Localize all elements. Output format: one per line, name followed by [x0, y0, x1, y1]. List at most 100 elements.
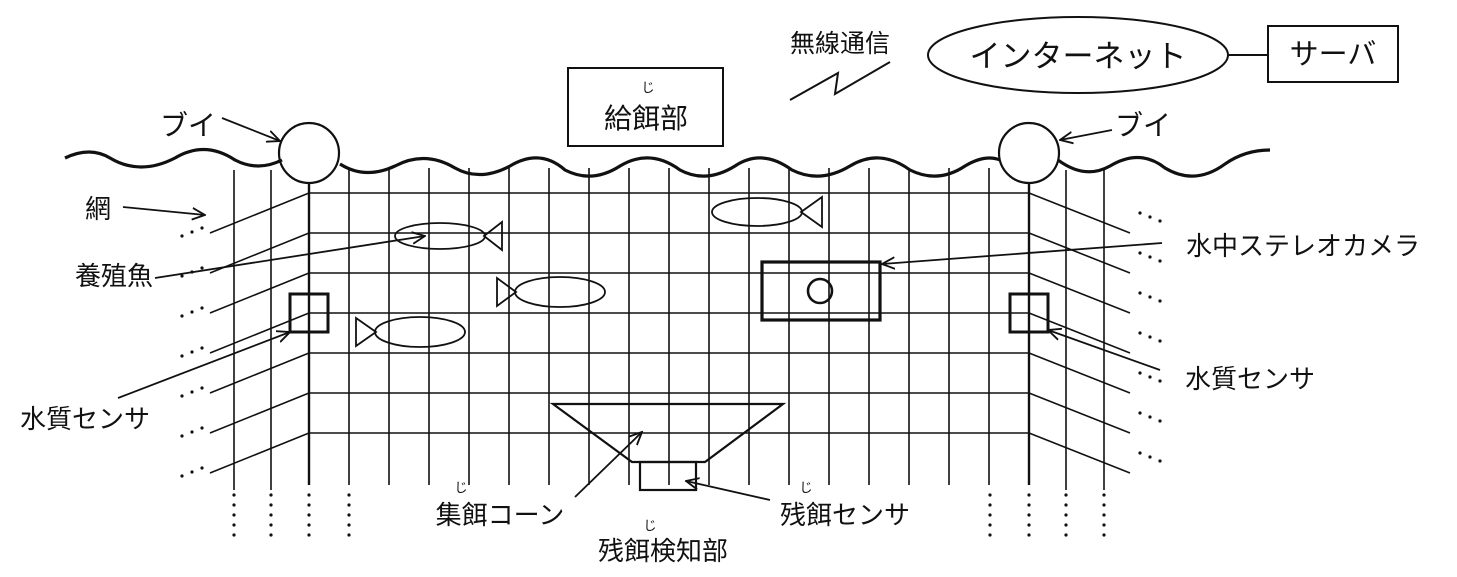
net-dot [180, 434, 184, 438]
net-dotted-lines [180, 211, 1162, 537]
net-side-diagonal-line [209, 392, 310, 434]
net-dot [1158, 259, 1162, 263]
buoy-left-arrow [221, 117, 280, 141]
net-dot [1148, 375, 1152, 379]
net-dot [1027, 503, 1031, 507]
net-dot [232, 513, 236, 517]
buoy-left [277, 121, 341, 185]
net-side-diagonal-line [1028, 352, 1131, 394]
net-dot [200, 346, 204, 350]
buoy-left-label: ブイ [160, 109, 216, 142]
net-dot [1138, 371, 1142, 375]
stereo-camera-lens [806, 277, 834, 305]
net-dot [307, 523, 311, 527]
water-sensor-left-label: 水質センサ [20, 405, 150, 435]
net-dot [200, 426, 204, 430]
net-dot [988, 533, 992, 537]
net-dot [232, 503, 236, 507]
net-dot [988, 493, 992, 497]
net-dot [1027, 513, 1031, 517]
net-dot [1138, 251, 1142, 255]
server-label: サーバ [1290, 37, 1377, 71]
water-surface [64, 147, 1271, 178]
net-dot [1158, 299, 1162, 303]
net-dot [1064, 503, 1068, 507]
server-box [1267, 25, 1399, 83]
net-dot [190, 390, 194, 394]
net-dot [232, 493, 236, 497]
net-dot [1138, 331, 1142, 335]
net-grid [209, 168, 1131, 490]
net-dot [307, 513, 311, 517]
net-arrow [122, 206, 205, 215]
net-dot [190, 470, 194, 474]
net-side-diagonal-line [1028, 192, 1131, 234]
net-dot [1102, 513, 1106, 517]
water-sensor-right-box [1008, 292, 1050, 334]
residual-sensor-arrow [686, 481, 771, 501]
net-dot [307, 493, 311, 497]
net-dot [200, 386, 204, 390]
net-side-diagonal-line [1028, 432, 1131, 474]
net-dot [1027, 523, 1031, 527]
net-dot [1102, 523, 1106, 527]
net-dot [190, 230, 194, 234]
net-dot [988, 513, 992, 517]
net-dot [1138, 451, 1142, 455]
net-dot [269, 523, 273, 527]
residual-sensor-label: 残餌センサ [780, 501, 910, 531]
water-sensor-right-label: 水質センサ [1185, 365, 1315, 395]
net-dot [1138, 291, 1142, 295]
net-dot [180, 314, 184, 318]
net-dot [180, 274, 184, 278]
net-dot [1158, 459, 1162, 463]
net-side-diagonal-line [1028, 312, 1131, 354]
net-side-diagonal-line [209, 272, 310, 314]
buoy-right-arrow [1060, 129, 1113, 140]
net-dot [1148, 335, 1152, 339]
wireless-label: 無線通信 [790, 29, 890, 58]
net-dot [307, 503, 311, 507]
buoy-right-label: ブイ [1115, 109, 1171, 142]
net-dot [1064, 523, 1068, 527]
net-side-diagonal-line [209, 192, 310, 234]
net-dot [269, 513, 273, 517]
feeder-box [567, 67, 724, 147]
stereo-camera-box [760, 260, 882, 322]
net-dot [1027, 493, 1031, 497]
net-dot [1148, 255, 1152, 259]
residual-detector-label: 残餌検知部 [598, 537, 728, 567]
collection-cone-arrow [574, 432, 642, 498]
net-dot [1138, 211, 1142, 215]
net-dot [269, 493, 273, 497]
residual-detector-ruby: じ [643, 519, 656, 534]
net-dot [232, 523, 236, 527]
net-dot [307, 533, 311, 537]
net-side-diagonal-line [1028, 232, 1131, 274]
net-side-diagonal-line [209, 432, 310, 474]
water-sensor-right-arrow [1048, 330, 1161, 371]
net-dot [1102, 493, 1106, 497]
net-dot [190, 350, 194, 354]
net-dot [1148, 215, 1152, 219]
fish-2 [711, 195, 823, 229]
stereo-camera-arrow [882, 242, 1163, 264]
buoy-right [997, 121, 1061, 185]
net-dot [190, 310, 194, 314]
net-side-diagonal-line [209, 352, 310, 394]
stereo-camera-label: 水中ステレオカメラ [1186, 232, 1420, 262]
net-dot [200, 226, 204, 230]
net-dot [180, 354, 184, 358]
net-dot [200, 266, 204, 270]
collection-cone-ruby: じ [454, 481, 467, 496]
net-dot [1158, 379, 1162, 383]
net-dot [1064, 533, 1068, 537]
net-side-diagonal-line [1028, 392, 1131, 434]
feeder-label: 給餌部 [604, 102, 688, 135]
net-dot [988, 523, 992, 527]
net-side-diagonal-line [1028, 272, 1131, 314]
farmed-fish-arrow [154, 236, 425, 279]
net-dot [269, 533, 273, 537]
fish-4 [355, 316, 466, 348]
